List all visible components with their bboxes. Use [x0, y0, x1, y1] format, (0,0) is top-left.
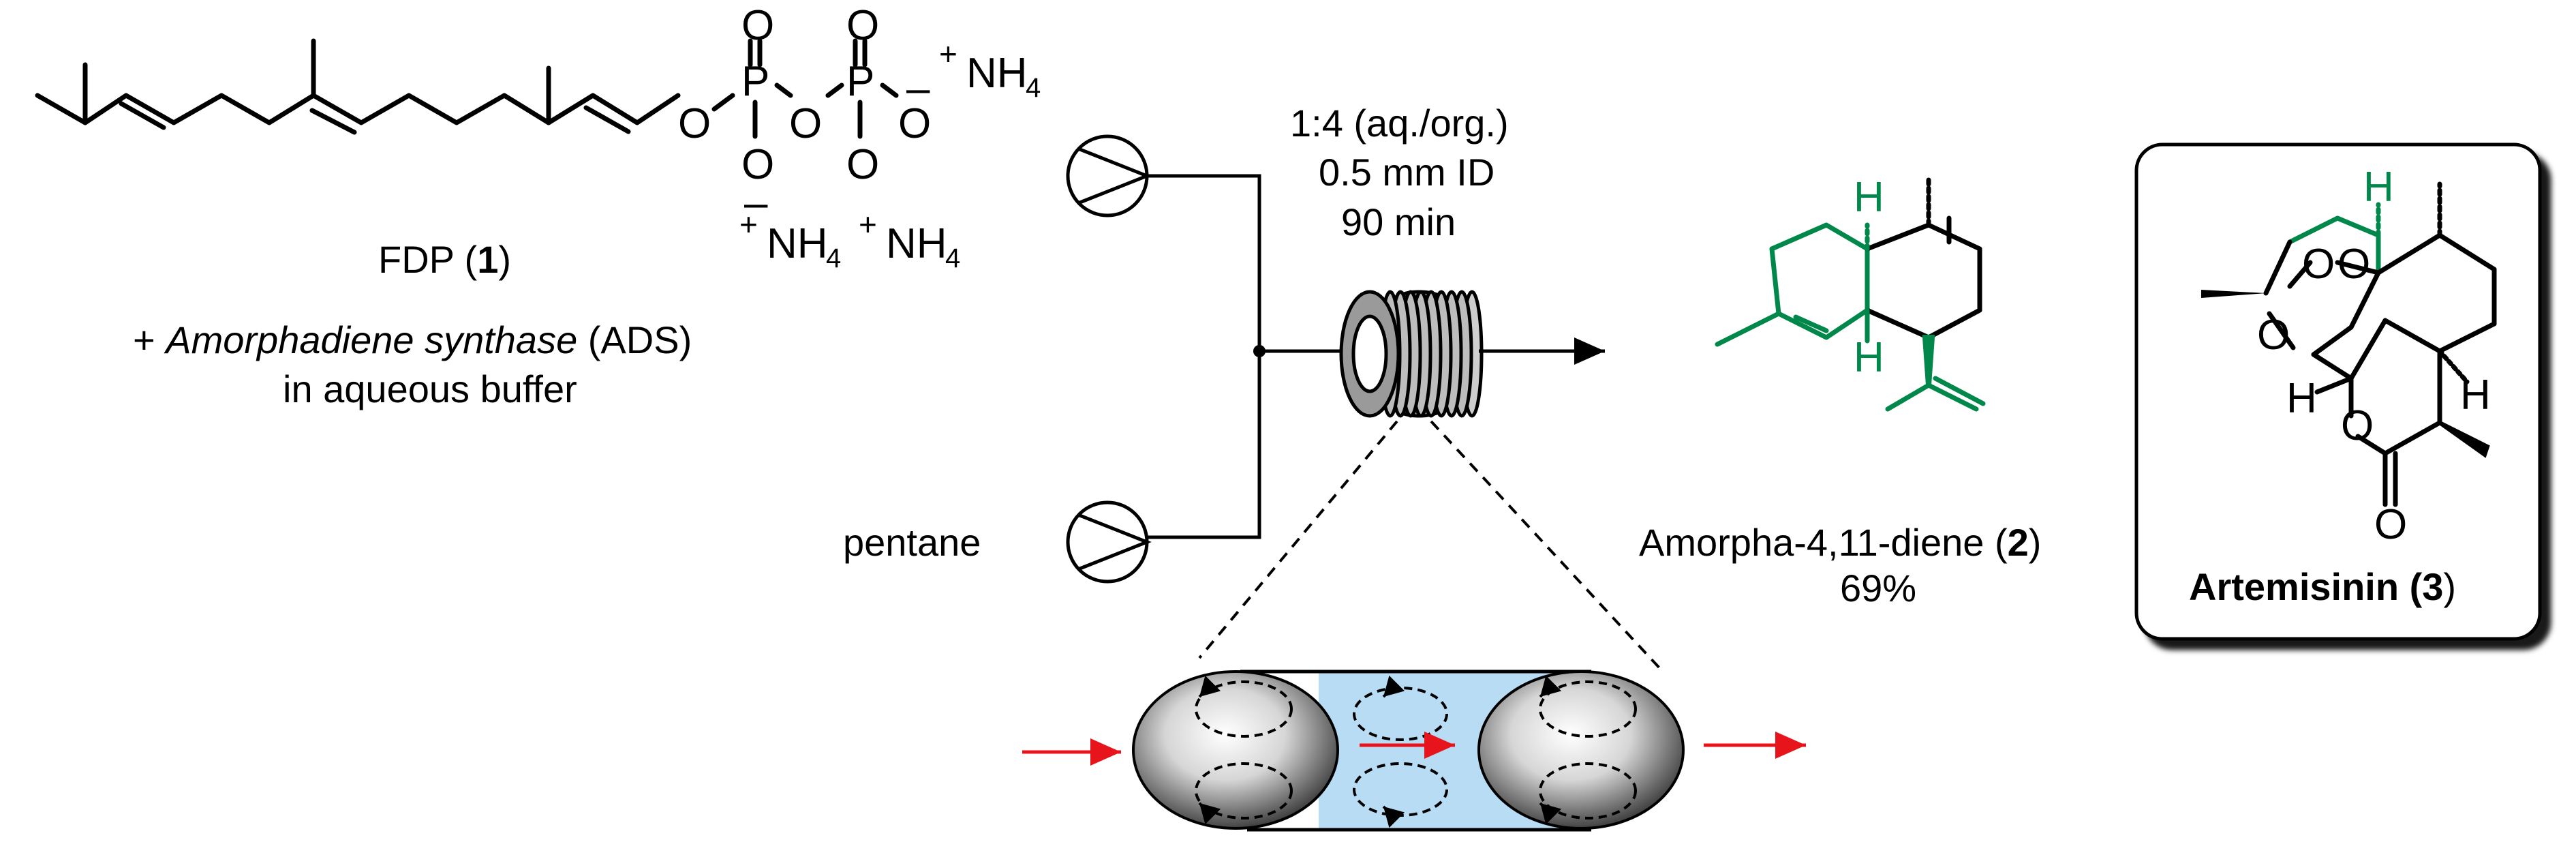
product-yield: 69% [1840, 567, 1916, 610]
artemisinin-structure [2201, 181, 2497, 507]
fdp-minus1: – [744, 179, 768, 226]
ammonium-1-sub: 4 [1026, 73, 1041, 103]
pump-top [1066, 134, 1152, 217]
artemisinin-o5: O [2374, 501, 2407, 548]
pentane-label: pentane [843, 521, 981, 564]
amorphadiene-h-bottom: H [1854, 334, 1884, 381]
artemisinin-h-top: H [2363, 164, 2394, 211]
artemisinin-h-left: H [2286, 375, 2317, 422]
artemisinin-o1: O [2302, 241, 2335, 288]
ammonium-plus-1: + [939, 36, 957, 72]
fdp-o-top1: O [741, 2, 774, 49]
artemisinin-o2: O [2337, 241, 2370, 288]
coil-reactor-icon [1339, 290, 1484, 418]
reagent-line-2: in aqueous buffer [283, 367, 577, 410]
ammonium-1: NH [966, 50, 1028, 97]
droplet-icon [1132, 670, 1339, 830]
pump-icon [1066, 500, 1152, 584]
fdp-o-bridge: O [789, 100, 822, 147]
ammonium-2-sub: 4 [826, 243, 841, 273]
artemisinin-o3: O [2257, 312, 2290, 359]
artemisinin-o4: O [2341, 402, 2374, 449]
fdp-o-right: O [898, 100, 931, 147]
ammonium-2: NH [767, 220, 828, 267]
fdp-label: FDP (1) [378, 238, 511, 281]
fdp-o-bottom2: O [846, 141, 879, 188]
fdp-o-ester: O [678, 100, 711, 147]
fdp-minus2: – [906, 65, 930, 112]
fdp-o-bottom1: O [741, 141, 774, 188]
product-name: Amorpha-4,11-diene (2) [1639, 521, 2041, 564]
segmented-flow-inset [1022, 670, 1806, 832]
artemisinin-h-right: H [2460, 372, 2491, 419]
fdp-structure [35, 38, 899, 139]
ammonium-3-sub: 4 [945, 243, 960, 273]
ammonium-3: NH [886, 220, 947, 267]
fdp-p1: P [741, 58, 769, 105]
fdp-o-top2: O [846, 2, 879, 49]
condition-ratio: 1:4 (aq./org.) [1290, 102, 1509, 145]
fdp-p2: P [846, 58, 874, 105]
ammonium-plus-3: + [859, 207, 877, 242]
amorphadiene-structure [1715, 175, 1986, 412]
artemisinin-box [2134, 142, 2542, 641]
zoom-lines [1198, 420, 1664, 673]
tee-junction [1253, 345, 1266, 357]
target-name: Artemisinin (3) [2189, 565, 2456, 608]
amorphadiene-h-top: H [1854, 174, 1884, 221]
droplet-right [1477, 670, 1685, 830]
condition-time: 90 min [1341, 200, 1456, 243]
condition-diameter: 0.5 mm ID [1319, 151, 1494, 194]
ammonium-plus-2: + [739, 207, 758, 242]
reagent-line-1: + Amorphadiene synthase (ADS) [133, 318, 692, 361]
